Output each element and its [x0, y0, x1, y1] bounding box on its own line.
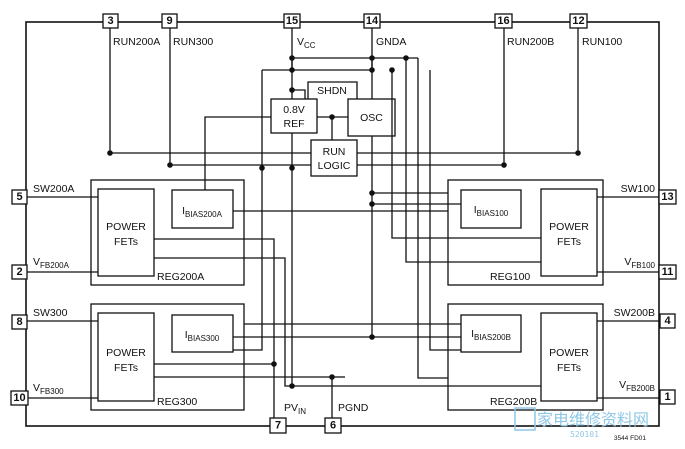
- pin14-number: 14: [366, 15, 379, 27]
- pin9-box: [161, 13, 178, 29]
- ibias100-box: [460, 189, 522, 229]
- pin8-number: 8: [16, 316, 22, 328]
- power-fets-100-line2: FETs: [557, 236, 581, 248]
- pin8-label: SW300: [33, 307, 68, 319]
- reg200a-label: REG200A: [157, 271, 204, 283]
- svg-text:家电维修资料网: 家电维修资料网: [537, 410, 649, 429]
- power-fets-200a-line1: POWER: [106, 221, 146, 233]
- pin1-number: 1: [664, 391, 670, 403]
- power-fets-100-box: [540, 188, 598, 277]
- pin4-number: 4: [664, 315, 671, 327]
- pin4-box: [659, 313, 676, 329]
- pin6-box: [324, 417, 342, 434]
- pin13-box: [658, 189, 677, 205]
- pin16-box: [494, 13, 513, 29]
- ibias100-label: IBIAS100: [474, 204, 509, 218]
- pin2-box: [11, 264, 28, 280]
- pin5-number: 5: [16, 191, 22, 203]
- pin1-label: VFB200B: [619, 379, 655, 393]
- run-logic-line1: RUN: [323, 146, 346, 158]
- pin14-label: GNDA: [376, 36, 406, 48]
- pin4-label: SW200B: [614, 307, 655, 319]
- reg200b-box: [447, 303, 604, 411]
- pin10-box: [10, 390, 29, 406]
- run-logic-line2: LOGIC: [318, 160, 351, 172]
- pin16-label: RUN200B: [507, 36, 554, 48]
- pin9-number: 9: [166, 15, 172, 27]
- pin11-box: [658, 264, 677, 280]
- pin15-number: 15: [286, 15, 298, 27]
- power-fets-300-line2: FETs: [114, 362, 138, 374]
- reg300-label: REG300: [157, 396, 197, 408]
- pin15-label: VCC: [297, 36, 316, 50]
- run-logic-box: [310, 139, 358, 177]
- pin12-box: [569, 13, 588, 29]
- shdn-label: SHDN: [317, 85, 347, 97]
- svg-text:520101: 520101: [570, 430, 599, 439]
- shdn-line: [307, 81, 358, 99]
- pin5-label: SW200A: [33, 183, 74, 195]
- pin14-box: [363, 13, 381, 29]
- junction-dots: [107, 55, 581, 389]
- power-fets-200b-box: [540, 312, 598, 402]
- pin12-label: RUN100: [582, 36, 622, 48]
- power-fets-300-box: [97, 312, 155, 402]
- pin6-label: PGND: [338, 402, 369, 414]
- reg100-box: [447, 179, 604, 286]
- pin13-label: SW100: [621, 183, 656, 195]
- power-fets-200b-line2: FETs: [557, 362, 581, 374]
- pin3-label: RUN200A: [113, 36, 160, 48]
- ibias200b-box: [460, 314, 522, 353]
- figure-id: 3544 FD01: [614, 435, 647, 442]
- pin11-label: VFB100: [624, 256, 655, 270]
- pin3-box: [102, 13, 119, 29]
- pin8-box: [11, 314, 28, 330]
- pin7-label: PVIN: [284, 402, 306, 416]
- pin3-number: 3: [107, 15, 113, 27]
- ibias300-box: [171, 314, 234, 353]
- ibias200b-label: IBIAS200B: [471, 328, 511, 342]
- reg300-box: [90, 303, 245, 411]
- watermark-logo: 家电维修资料网 520101: [514, 407, 649, 439]
- pin1-box: [659, 389, 676, 405]
- ibias200a-label: IBIAS200A: [182, 205, 223, 219]
- pin16-number: 16: [497, 15, 509, 27]
- power-fets-300-line1: POWER: [106, 347, 146, 359]
- reg200b-label: REG200B: [490, 396, 537, 408]
- osc-label: OSC: [360, 112, 383, 124]
- power-fets-200b-line1: POWER: [549, 347, 589, 359]
- pin10-number: 10: [13, 392, 25, 404]
- pin2-label: VFB200A: [33, 256, 70, 270]
- pin15-box: [283, 13, 301, 29]
- pin9-label: RUN300: [173, 36, 213, 48]
- pin7-number: 7: [275, 420, 281, 432]
- pin11-number: 11: [662, 266, 674, 278]
- ref-label-line2: REF: [284, 118, 305, 130]
- pin6-number: 6: [330, 420, 336, 432]
- ibias200a-box: [171, 189, 234, 229]
- ref-label-line1: 0.8V: [283, 104, 305, 116]
- power-fets-200a-line2: FETs: [114, 236, 138, 248]
- pin2-number: 2: [16, 266, 22, 278]
- chip-outline: [25, 21, 660, 427]
- ref-box: [270, 98, 318, 134]
- reg100-label: REG100: [490, 271, 530, 283]
- pin5-box: [11, 189, 28, 205]
- reg200a-box: [90, 179, 245, 286]
- pin7-box: [269, 417, 287, 434]
- ibias300-label: IBIAS300: [185, 329, 220, 343]
- pin10-label: VFB300: [33, 382, 64, 396]
- power-fets-200a-box: [97, 188, 155, 277]
- power-fets-100-line1: POWER: [549, 221, 589, 233]
- pin13-number: 13: [661, 191, 673, 203]
- pin12-number: 12: [572, 15, 584, 27]
